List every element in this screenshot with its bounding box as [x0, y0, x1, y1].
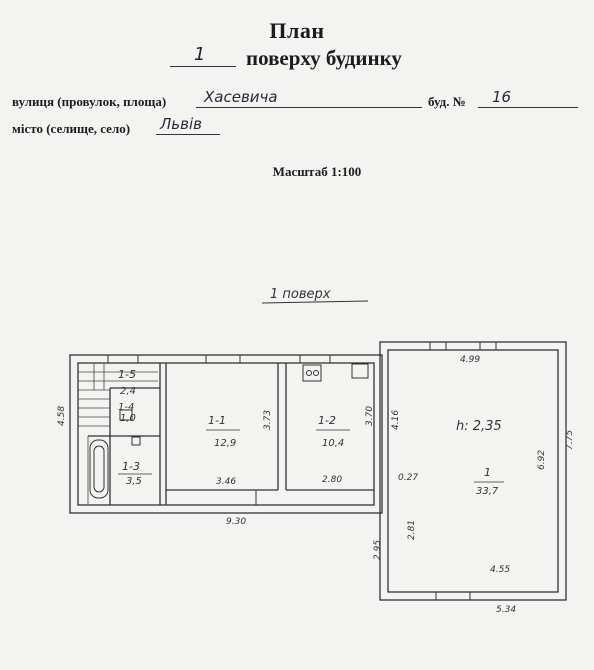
city-label: місто (селище, село)	[12, 121, 131, 136]
dim-3-73: 3.73	[263, 410, 273, 430]
room-1-id: 1	[484, 466, 491, 479]
city-value: Львів	[160, 115, 202, 133]
dim-4-99: 4.99	[460, 355, 480, 365]
floor-heading: 1 поверху будинку	[0, 44, 594, 74]
ceiling-height: h: 2,35	[456, 419, 502, 434]
stove-burner-icon	[306, 370, 312, 376]
room-1-5-area: 2,4	[120, 386, 136, 397]
floor-caption: 1 поверх	[270, 287, 331, 302]
floor-caption-underline	[261, 300, 369, 304]
dim-4-55: 4.55	[490, 565, 510, 575]
room-1-2-area: 10,4	[322, 438, 344, 449]
dim-7-75: 7.75	[565, 430, 575, 450]
street-label: вулиця (провулок, площа)	[12, 94, 167, 109]
dim-3-46: 3.46	[216, 477, 236, 487]
room-1-area: 33,7	[476, 486, 499, 497]
scale-label: Масштаб 1:100	[272, 164, 362, 179]
dim-6-92: 6.92	[537, 450, 547, 470]
floor-number-line	[170, 66, 236, 67]
window-marks	[107, 342, 497, 600]
dim-9-30: 9.30	[226, 517, 246, 527]
document-title: План	[269, 18, 325, 43]
room-1-1-area: 12,9	[214, 438, 236, 449]
street-value: Хасевича	[204, 88, 278, 106]
dim-4-16: 4.16	[391, 410, 401, 430]
walls	[69, 341, 567, 601]
room-1-2-id: 1-2	[318, 414, 336, 427]
city-line	[156, 134, 220, 135]
dim-2-80: 2.80	[322, 475, 342, 485]
floor-number: 1	[194, 44, 206, 65]
dim-2-81: 2.81	[407, 520, 417, 540]
stove-icon	[302, 364, 322, 382]
room-1-4-id: 1-4	[118, 402, 134, 413]
stove-burner-icon	[313, 370, 319, 376]
room-1-1-id: 1-1	[208, 414, 226, 427]
dim-0-27: 0.27	[398, 473, 418, 483]
dim-4-58: 4.58	[57, 406, 67, 426]
room-1-3-area: 3,5	[126, 476, 142, 487]
bathtub	[89, 439, 109, 499]
toilet-icon	[131, 436, 141, 446]
building-label: буд. №	[428, 94, 466, 109]
dim-3-70: 3.70	[365, 406, 375, 426]
building-line	[478, 107, 578, 108]
street-line	[196, 107, 422, 108]
room-1-5-id: 1-5	[118, 368, 136, 381]
washbasin-icon	[119, 409, 133, 421]
dim-5-34: 5.34	[496, 605, 516, 615]
dim-2-95: 2.95	[373, 540, 383, 560]
boiler-icon	[351, 363, 369, 379]
room-1-3-id: 1-3	[122, 460, 140, 473]
staircase	[78, 363, 158, 505]
room-1-4-area: 1,0	[120, 413, 136, 424]
floor-title: поверху будинку	[246, 46, 402, 70]
building-value: 16	[492, 88, 512, 106]
